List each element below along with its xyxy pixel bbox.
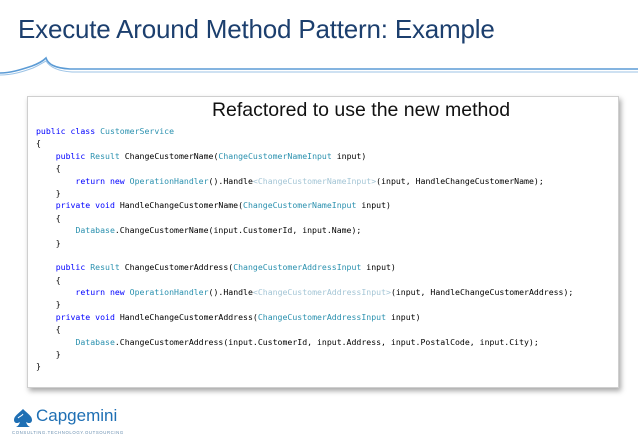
code-line: } <box>36 298 614 310</box>
code-listing: public class CustomerService{ public Res… <box>36 125 614 373</box>
code-token: ChangeCustomerAddressInput <box>233 262 362 273</box>
code-token: ChangeCustomerAddress( <box>119 262 234 273</box>
code-token: Result <box>90 150 120 161</box>
code-token: public <box>36 262 91 273</box>
code-token: HandleChangeCustomerName( <box>119 200 244 211</box>
code-token: ChangeCustomerNameInput <box>218 150 332 161</box>
code-panel-heading: Refactored to use the new method <box>211 99 511 121</box>
code-line: { <box>36 162 614 174</box>
code-line: } <box>36 237 614 249</box>
code-token: CustomerService <box>100 126 175 136</box>
code-token: ChangeCustomerAddressInput <box>257 311 387 322</box>
code-token: (input, HandleChangeCustomerAddress); <box>390 287 574 298</box>
code-line: private void HandleChangeCustomerAddress… <box>36 311 614 323</box>
code-token: ChangeCustomerName( <box>119 150 219 161</box>
code-token: } <box>36 237 61 248</box>
code-line: { <box>36 274 614 286</box>
slide-title: Execute Around Method Pattern: Example <box>18 14 495 44</box>
code-token: input) <box>331 150 367 161</box>
code-token <box>36 337 75 347</box>
code-token: } <box>36 361 41 372</box>
code-line: return new OperationHandler().Handle<Cha… <box>36 175 614 187</box>
code-line: Database.ChangeCustomerName(input.Custom… <box>36 224 614 236</box>
code-token: Database <box>75 336 115 347</box>
capgemini-spade-icon <box>14 409 32 427</box>
code-token: return new <box>36 287 130 298</box>
code-token: { <box>36 324 61 335</box>
code-token: ().Handle <box>208 287 253 298</box>
code-token: (input, HandleChangeCustomerName); <box>376 175 544 186</box>
code-token <box>36 225 75 235</box>
code-token: ().Handle <box>208 175 253 186</box>
code-token: public class <box>36 126 101 136</box>
code-token: HandleChangeCustomerAddress( <box>119 311 258 322</box>
code-token: { <box>36 212 61 223</box>
code-line: { <box>36 137 614 149</box>
code-line: public Result ChangeCustomerAddress(Chan… <box>36 261 614 273</box>
code-line: } <box>36 187 614 199</box>
header-swoosh-divider <box>0 56 638 76</box>
logo-wordmark: Capgemini <box>36 406 118 425</box>
code-token: input) <box>356 200 391 211</box>
code-token: { <box>36 138 41 149</box>
code-token: OperationHandler <box>129 287 209 298</box>
code-line: } <box>36 360 614 372</box>
code-token: .ChangeCustomerAddress(input.CustomerId,… <box>114 336 539 347</box>
logo-tagline: CONSULTING.TECHNOLOGY.OUTSOURCING <box>12 430 124 435</box>
code-token: } <box>36 299 61 310</box>
code-token: input) <box>386 311 421 322</box>
code-token: Database <box>75 225 115 236</box>
code-token: private void <box>36 311 120 322</box>
code-line: private void HandleChangeCustomerName(Ch… <box>36 199 614 211</box>
code-token: input) <box>361 262 396 273</box>
code-token: .ChangeCustomerName(input.CustomerId, in… <box>114 225 362 236</box>
code-line: return new OperationHandler().Handle<Cha… <box>36 286 614 298</box>
code-token: } <box>36 187 61 198</box>
code-token: Result <box>90 262 120 273</box>
code-line: { <box>36 212 614 224</box>
code-line: } <box>36 348 614 360</box>
code-line: public Result ChangeCustomerName(ChangeC… <box>36 150 614 162</box>
code-token: return new <box>36 175 130 186</box>
code-token: ChangeCustomerNameInput <box>243 200 357 211</box>
code-line: Database.ChangeCustomerAddress(input.Cus… <box>36 336 614 348</box>
code-line <box>36 249 614 261</box>
code-token: private void <box>36 200 120 211</box>
code-token: <ChangeCustomerAddressInput> <box>252 287 391 298</box>
code-token: <ChangeCustomerNameInput> <box>252 175 377 186</box>
code-token: { <box>36 274 61 285</box>
code-token: public <box>36 150 91 161</box>
code-panel: Refactored to use the new method public … <box>27 96 619 388</box>
code-line: public class CustomerService <box>36 125 614 137</box>
code-token: { <box>36 163 61 174</box>
code-token: } <box>36 349 61 360</box>
code-line: { <box>36 323 614 335</box>
code-token: OperationHandler <box>129 175 209 186</box>
